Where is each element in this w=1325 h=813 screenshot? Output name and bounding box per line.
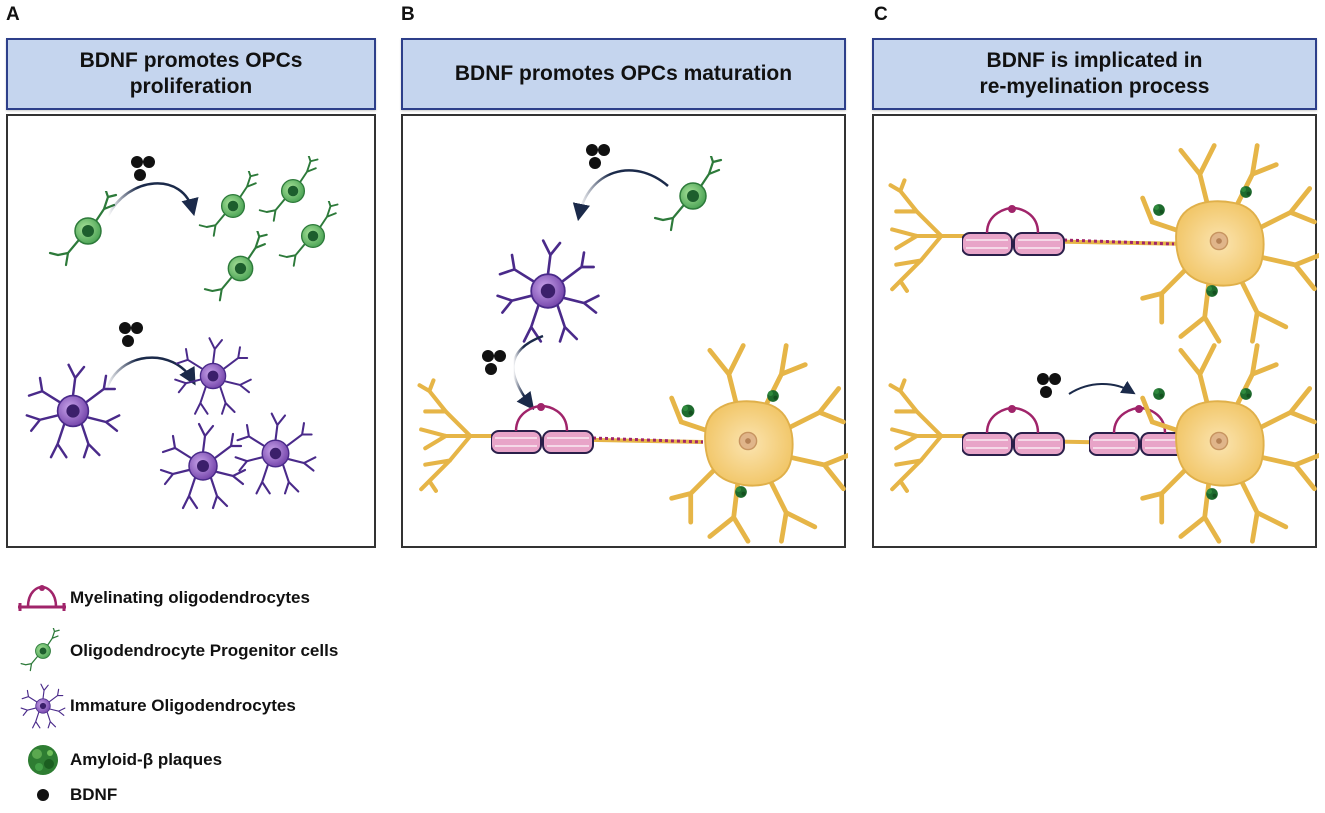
legend-label-myelinating: Myelinating oligodendrocytes [70,588,310,607]
arrow-icon [512,334,544,411]
amyloid-plaque-icon [16,740,70,780]
legend-label-amyloid: Amyloid-β plaques [70,750,223,769]
amyloid-plaque-icon [1206,488,1218,500]
bdnf-dots-icon [131,156,155,181]
bdnf-dot-icon [16,782,70,808]
opc-cell-icon [278,201,339,267]
myelinating-oligodendrocyte-icon [962,203,1066,257]
myelinating-oligodendrocyte-icon [962,403,1066,457]
panel-b [401,114,846,548]
amyloid-plaque-icon [1153,388,1165,400]
immature-oligodendrocyte-icon [234,412,317,495]
amyloid-plaque-icon [1240,388,1252,400]
panel-c-illustration [874,116,1319,550]
immature-oligodendrocyte-icon [496,239,600,343]
legend-bdnf: BDNF [16,782,117,808]
opc-cell-icon [48,191,118,267]
panel-a-illustration [25,156,339,510]
amyloid-plaque-icon [681,404,695,418]
panel-letter-b: B [401,4,415,25]
axon-terminal-icon [891,380,974,490]
legend-amyloid: Amyloid-β plaques [16,740,222,780]
panel-b-title-line1: BDNF promotes OPCs maturation [454,62,793,85]
opc-cell-icon [203,231,268,302]
immature-oligodendrocyte-icon [174,337,252,415]
axon-terminal-icon [420,380,503,490]
amyloid-plaque-icon [1206,285,1218,297]
legend-opc: Oligodendrocyte Progenitor cells [16,628,339,672]
panel-c [872,114,1317,548]
panel-b-illustration [403,144,848,550]
bdnf-dots-icon [1037,373,1061,398]
legend-myelinating: Myelinating oligodendrocytes [16,578,310,618]
opc-cell-icon [198,171,259,237]
panel-a-title-line2: proliferation [129,75,253,98]
amyloid-plaque-icon [1240,186,1252,198]
amyloid-plaque-icon [735,486,747,498]
arrow-icon [104,356,196,392]
panel-letter-c: C [874,4,888,25]
panel-c-title-line1: BDNF is implicated in [986,49,1203,72]
amyloid-plaque-icon [767,390,779,402]
immature-oligodendrocyte-icon [159,422,247,510]
opc-cell-icon [258,156,319,222]
panel-letter-a: A [6,4,20,25]
panel-a-title: BDNF promotes OPCs proliferation [6,38,376,110]
immature-oligodendrocyte-icon [25,363,121,459]
axon-terminal-icon [891,180,974,290]
amyloid-plaque-icon [1153,204,1165,216]
panel-a-title-line1: BDNF promotes OPCs [79,49,303,72]
legend-label-immature: Immature Oligodendrocytes [70,696,296,715]
legend-immature: Immature Oligodendrocytes [16,683,296,729]
panel-c-title: BDNF is implicated in re-myelination proc… [872,38,1317,110]
legend-label-opc: Oligodendrocyte Progenitor cells [70,641,339,660]
arrow-icon [572,169,669,222]
immature-oligodendrocyte-icon [16,683,70,729]
opc-cell-icon [653,156,723,232]
arrow-icon [1068,380,1136,395]
panel-a [6,114,376,548]
opc-cell-icon [16,628,70,672]
bdnf-dots-icon [586,144,610,169]
myelinating-oligodendrocyte-icon [491,401,595,455]
panel-c-title-line2: re-myelination process [979,75,1210,98]
arrow-icon [106,182,199,217]
bdnf-dots-icon [482,350,506,375]
myelinating-oligodendrocyte-icon [16,578,70,618]
bdnf-dots-icon [119,322,143,347]
panel-b-title: BDNF promotes OPCs maturation [401,38,846,110]
legend-label-bdnf: BDNF [70,785,118,804]
